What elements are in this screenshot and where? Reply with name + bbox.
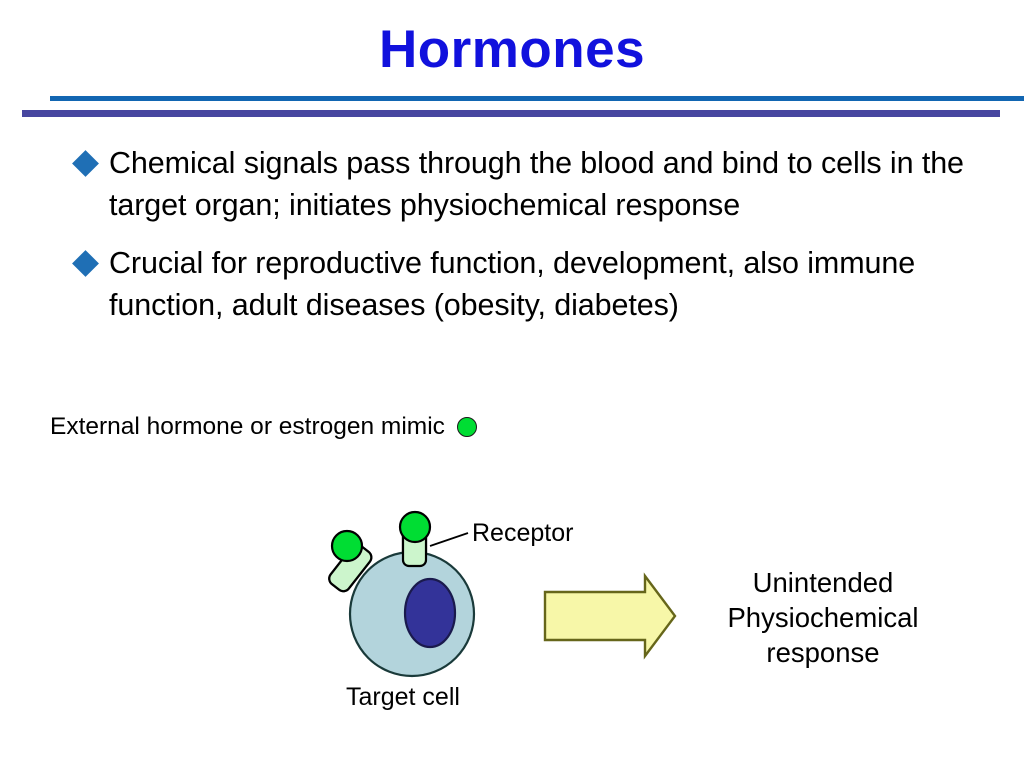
cell-illustration <box>328 510 677 678</box>
list-item-label: Chemical signals pass through the blood … <box>109 146 964 222</box>
divider-rule-blue <box>50 96 1024 101</box>
list-item: Crucial for reproductive function, devel… <box>72 242 996 326</box>
diamond-bullet-icon <box>72 250 99 277</box>
response-line-2: Physiochemical <box>727 602 919 633</box>
external-hormone-label: External hormone or estrogen mimic <box>50 413 445 440</box>
external-hormone-caption: External hormone or estrogen mimic <box>50 412 477 442</box>
ligand-green-circle-top <box>398 510 432 544</box>
bullet-list: Chemical signals pass through the blood … <box>72 142 996 342</box>
receptor-label: Receptor <box>472 519 574 547</box>
list-item: Chemical signals pass through the blood … <box>72 142 996 226</box>
green-circle-icon <box>456 417 477 437</box>
list-item-label: Crucial for reproductive function, devel… <box>109 246 916 322</box>
target-cell-label: Target cell <box>346 683 460 711</box>
response-text-block: Unintended Physiochemical response <box>658 565 988 670</box>
cell-nucleus <box>403 577 457 649</box>
response-line-1: Unintended <box>752 567 894 598</box>
right-block-arrow-icon <box>543 572 677 660</box>
ligand-green-circle-left <box>330 529 364 563</box>
diamond-bullet-icon <box>72 150 99 177</box>
page-title: Hormones <box>378 20 646 79</box>
divider-rule-purple <box>22 110 1000 117</box>
target-cell-diagram: Receptor Target cell <box>320 500 1010 730</box>
receptor-leader-line <box>429 532 469 547</box>
response-line-3: response <box>766 637 880 668</box>
